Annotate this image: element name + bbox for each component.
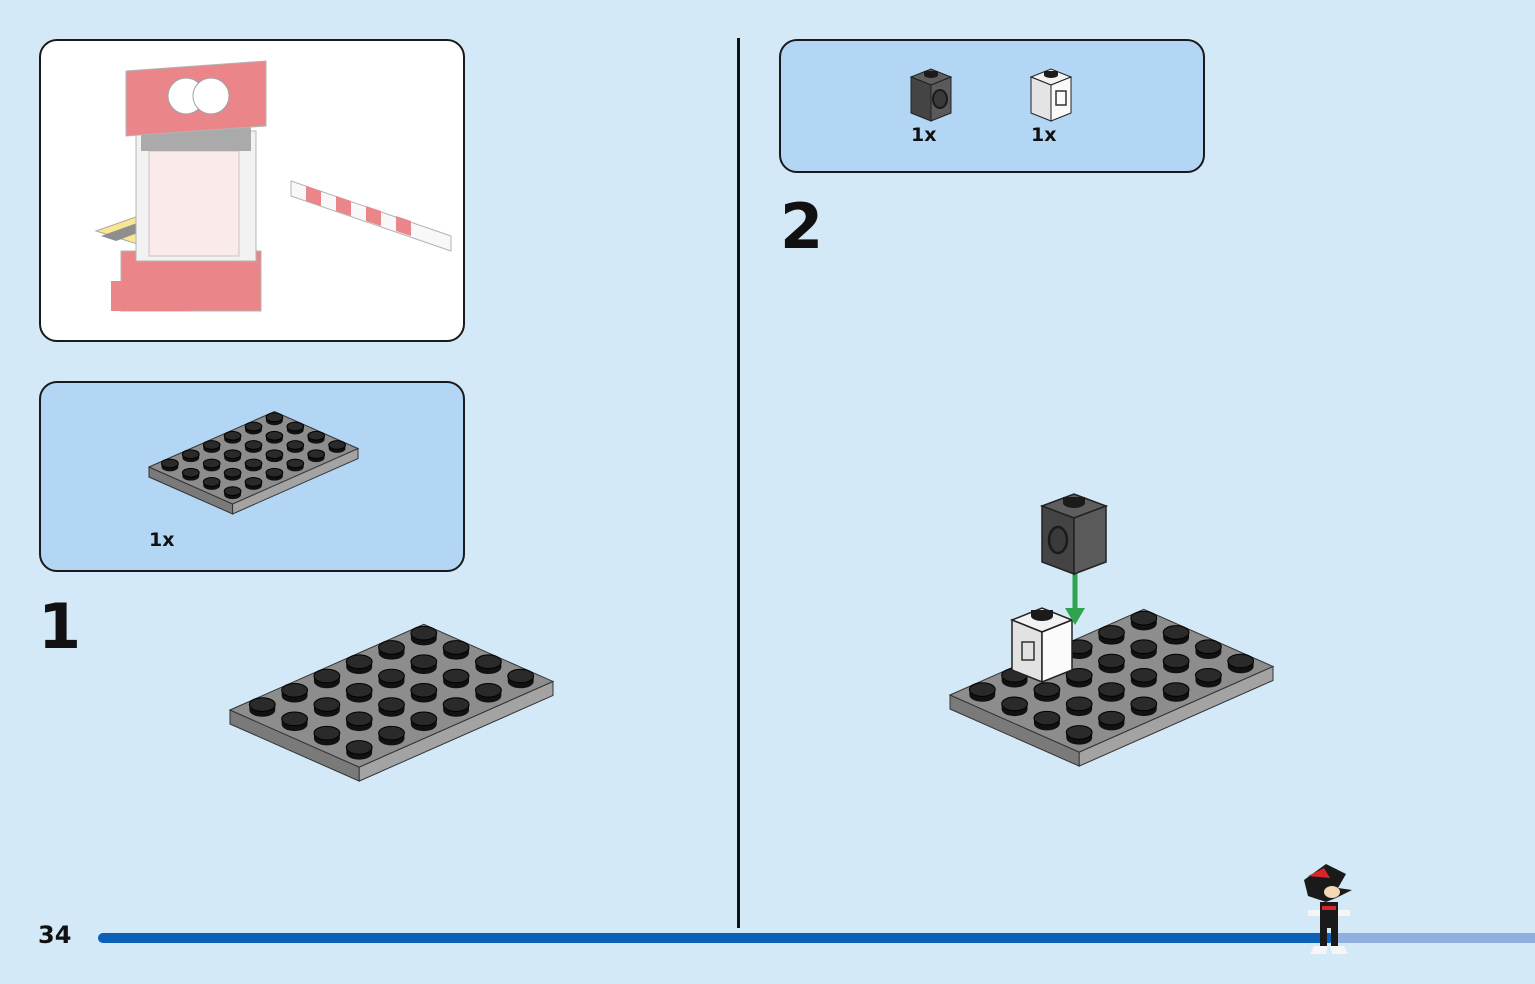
- stud: [345, 711, 373, 732]
- step-number: 2: [780, 190, 824, 263]
- stud: [286, 440, 305, 453]
- stud: [345, 654, 373, 674]
- white-brick-icon: [1029, 68, 1073, 122]
- stud: [378, 697, 405, 717]
- step-1-build-illustration: [228, 623, 555, 782]
- stud: [474, 682, 502, 703]
- progress-bar: [98, 933, 1535, 943]
- stud: [313, 725, 341, 746]
- stud: [410, 682, 438, 703]
- stud: [244, 477, 263, 490]
- stud: [1194, 667, 1222, 688]
- stud: [313, 668, 341, 689]
- stud: [507, 668, 535, 689]
- part-quantity: 1x: [911, 124, 937, 146]
- plate-4x6-part-icon: [147, 411, 360, 515]
- stud: [1162, 625, 1190, 645]
- stud: [442, 697, 470, 717]
- stud: [1098, 682, 1125, 702]
- final-model-illustration: [94, 60, 452, 312]
- stud: [313, 697, 341, 717]
- stud: [968, 682, 996, 702]
- white-brick: [1009, 607, 1075, 684]
- stud: [328, 440, 346, 453]
- stud: [1001, 696, 1029, 717]
- stud: [1162, 682, 1190, 702]
- stud: [1098, 710, 1125, 731]
- stud: [1130, 667, 1158, 688]
- stud: [286, 421, 305, 435]
- stud: [265, 430, 284, 444]
- stud: [223, 486, 242, 500]
- stud: [181, 449, 200, 463]
- stud: [410, 625, 438, 646]
- stud: [410, 711, 438, 732]
- green-arrow-head: [1065, 608, 1085, 625]
- stud: [1065, 667, 1093, 688]
- page-number: 34: [38, 921, 72, 949]
- stud: [202, 440, 221, 453]
- stud: [1227, 653, 1255, 674]
- stud: [202, 458, 221, 472]
- stud: [1033, 682, 1061, 702]
- stud: [378, 640, 405, 660]
- stud: [161, 458, 179, 472]
- stud: [442, 668, 470, 689]
- step-2-build-illustration: [948, 493, 1275, 767]
- stud: [248, 697, 276, 717]
- stud: [1065, 696, 1093, 717]
- stud: [442, 640, 470, 660]
- stud: [181, 467, 200, 481]
- stud: [223, 449, 242, 463]
- part-quantity: 1x: [149, 529, 175, 551]
- stud: [307, 449, 326, 463]
- stud: [1033, 710, 1061, 731]
- stud: [1162, 653, 1190, 674]
- stud: [378, 668, 405, 689]
- stud: [1098, 625, 1125, 645]
- shadow-character-icon: [1304, 864, 1352, 954]
- stud: [345, 740, 373, 760]
- stud: [244, 440, 263, 453]
- progress-bar-fill: [98, 933, 1334, 943]
- stud: [1130, 610, 1158, 631]
- stud: [378, 725, 405, 746]
- stud: [265, 449, 284, 463]
- stud: [1130, 696, 1158, 717]
- part-quantity: 1x: [1031, 124, 1057, 146]
- step-number: 1: [38, 590, 82, 663]
- step-2-parts-list: 1x 1x: [779, 39, 1205, 173]
- technic-brick-icon: [909, 68, 953, 122]
- stud: [474, 654, 502, 674]
- stud: [265, 412, 284, 426]
- stud: [1098, 653, 1125, 674]
- stud: [244, 458, 263, 472]
- stud: [281, 682, 309, 703]
- final-model-preview: [39, 39, 465, 342]
- stud: [410, 654, 438, 674]
- stud: [244, 421, 263, 435]
- stud: [223, 430, 242, 444]
- stud: [223, 467, 242, 481]
- stud: [345, 682, 373, 703]
- stud: [281, 711, 309, 732]
- step-1-parts-list: 1x: [39, 381, 465, 572]
- stud: [1194, 639, 1222, 659]
- page-divider: [737, 38, 740, 928]
- stud: [265, 467, 284, 481]
- technic-brick: [1039, 493, 1109, 576]
- stud: [1130, 639, 1158, 659]
- stud: [202, 477, 221, 490]
- stud: [286, 458, 305, 472]
- stud: [307, 430, 326, 444]
- stud: [1065, 725, 1093, 745]
